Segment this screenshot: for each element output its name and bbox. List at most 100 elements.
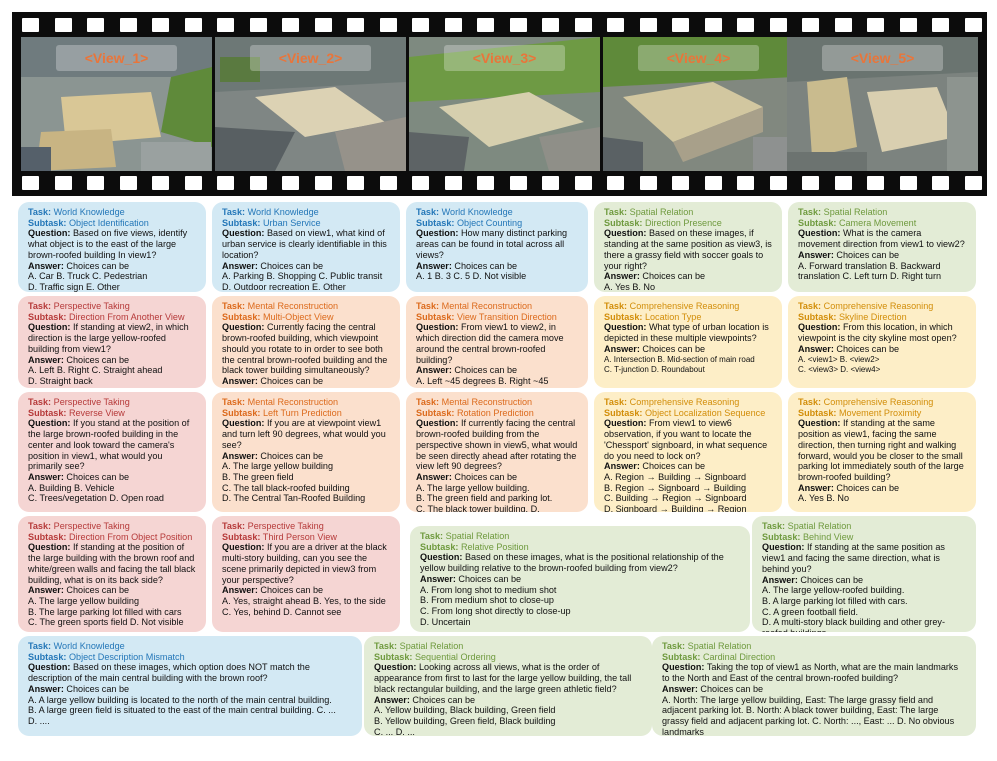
card-task-line: Task: Comprehensive Reasoning: [798, 301, 966, 312]
card-answer: Answer: Choices can be: [798, 483, 966, 494]
card-question: Question: If you stand at the position o…: [28, 418, 196, 472]
subtask-value: Movement Proximity: [838, 407, 922, 418]
film-perforation: [932, 176, 949, 190]
card-task-line: Task: Comprehensive Reasoning: [604, 397, 772, 408]
answer-text: Choices can be: [642, 461, 706, 472]
task-value: World Knowledge: [247, 207, 319, 217]
film-perforation: [672, 176, 689, 190]
film-perforation: [964, 176, 982, 190]
card-question: Question: Based on these images, what is…: [420, 552, 740, 573]
card-task-line: Task: Spatial Relation: [662, 641, 966, 652]
question-label: Question:: [222, 542, 265, 553]
question-label: Question:: [416, 322, 459, 333]
subtask-label: Subtask:: [762, 531, 801, 542]
card-task-line: Task: Spatial Relation: [374, 641, 642, 652]
subtask-label: Subtask:: [798, 311, 837, 322]
subtask-label: Subtask:: [604, 311, 643, 322]
card-task-line: Task: Perspective Taking: [28, 397, 196, 408]
card-subtask-line: Subtask: Location Type: [604, 312, 772, 323]
card-question: Question: From view1 to view6 observatio…: [604, 418, 772, 461]
answer-option: B. The green field and parking lot.: [416, 493, 553, 504]
card-subtask-line: Subtask: Object Counting: [416, 218, 578, 229]
answer-label: Answer:: [798, 343, 834, 354]
card-subtask-line: Subtask: Direction Presence: [604, 218, 772, 229]
question-text: Based on view1, what kind of urban servi…: [222, 228, 387, 260]
card-question: Question: How many distinct parking area…: [416, 228, 578, 260]
card-question: Question: If standing at the same positi…: [762, 542, 966, 574]
card-question: Question: Based on view1, what kind of u…: [222, 228, 390, 260]
answer-label: Answer:: [222, 260, 258, 271]
task-value: World Knowledge: [53, 207, 125, 217]
task-label: Task:: [416, 301, 440, 311]
task-label: Task:: [416, 207, 440, 217]
subtask-label: Subtask:: [222, 217, 261, 228]
question-text: Currently facing the central brown-roofe…: [222, 322, 388, 376]
card-question: Question: If you are a driver at the bla…: [222, 542, 390, 585]
task-value: Spatial Relation: [445, 531, 510, 541]
subtask-value: Object Localization Sequence: [644, 407, 766, 418]
answer-option: D. A multi-story black building and othe…: [762, 617, 945, 632]
answer-option: A. A large yellow building is located to…: [28, 694, 332, 705]
film-perforations-top: [12, 16, 987, 34]
answer-options: A. The large yellow-roofed building.B. A…: [762, 585, 966, 632]
subtask-value: Direction Presence: [644, 217, 722, 228]
subtask-value: View Transition Direction: [456, 311, 557, 322]
answer-option: B. A large green field is situated to th…: [28, 705, 336, 716]
card-answer: Answer: Choices can be: [222, 451, 390, 462]
card-question: Question: Based on five views, identify …: [28, 228, 196, 260]
question-text: If standing at the same position as view…: [798, 418, 964, 482]
card-task-line: Task: Spatial Relation: [420, 531, 740, 542]
subtask-label: Subtask:: [416, 311, 455, 322]
answer-option: B. Yellow building, Green field, Black b…: [374, 715, 556, 726]
answer-label: Answer:: [604, 461, 640, 472]
film-strip: <View_1> <View_2> <View_3>: [12, 12, 987, 196]
subtask-label: Subtask:: [604, 407, 643, 418]
film-perforation: [802, 18, 819, 32]
answer-option: B. Region → Signboard → Building: [604, 482, 747, 493]
answer-options: A. Yes B. No: [604, 282, 772, 292]
answer-option: A. Region → Building → Signboard: [604, 471, 747, 482]
answer-options: A. Parking B. Shopping C. Public transit…: [222, 271, 390, 292]
card-subtask-line: Subtask: Urban Service: [222, 218, 390, 229]
card-answer: Answer: Choices can be: [416, 472, 578, 483]
card-question: Question: Looking across all views, what…: [374, 662, 642, 694]
task-label: Task:: [28, 207, 52, 217]
card-subtask-line: Subtask: Reverse View: [28, 408, 196, 419]
card-question: Question: If you are at viewpoint view1 …: [222, 418, 390, 450]
answer-text: Choices can be: [66, 471, 130, 482]
subtask-value: Skyline Direction: [838, 311, 907, 322]
film-perforation: [152, 18, 169, 32]
answer-label: Answer:: [28, 471, 64, 482]
answer-option: A. Parking B. Shopping C. Public transit: [222, 271, 383, 282]
task-value: Mental Reconstruction: [441, 301, 533, 311]
card-question: Question: From this location, in which v…: [798, 322, 966, 343]
answer-text: Choices can be: [700, 683, 764, 694]
card-question: Question: If standing at view2, in which…: [28, 322, 196, 354]
view-frame-3: <View_3>: [409, 37, 600, 171]
question-text: What type of urban location is depicted …: [604, 322, 769, 344]
task-label: Task:: [222, 521, 246, 531]
answer-options: A. Yes B. No: [798, 493, 966, 504]
film-perforation: [444, 176, 462, 190]
film-perforations-bottom: [12, 174, 987, 192]
film-perforation: [574, 176, 592, 190]
task-value: Perspective Taking: [53, 397, 130, 407]
task-value: Mental Reconstruction: [247, 397, 339, 407]
card-question: Question: From view1 to view2, in which …: [416, 322, 578, 365]
film-perforation: [574, 18, 592, 32]
answer-option: A. Yes B. No: [798, 493, 850, 504]
subtask-label: Subtask:: [222, 311, 261, 322]
card-subtask-line: Subtask: Cardinal Direction: [662, 652, 966, 663]
answer-option: A. view1 B. view2 C. view3 D. view4 E. v…: [222, 387, 390, 388]
card-subtask-line: Subtask: Sequential Ordering: [374, 652, 642, 663]
task-label: Task:: [420, 531, 444, 541]
answer-text: Choices can be: [836, 343, 900, 354]
card-task-line: Task: Spatial Relation: [798, 207, 966, 218]
